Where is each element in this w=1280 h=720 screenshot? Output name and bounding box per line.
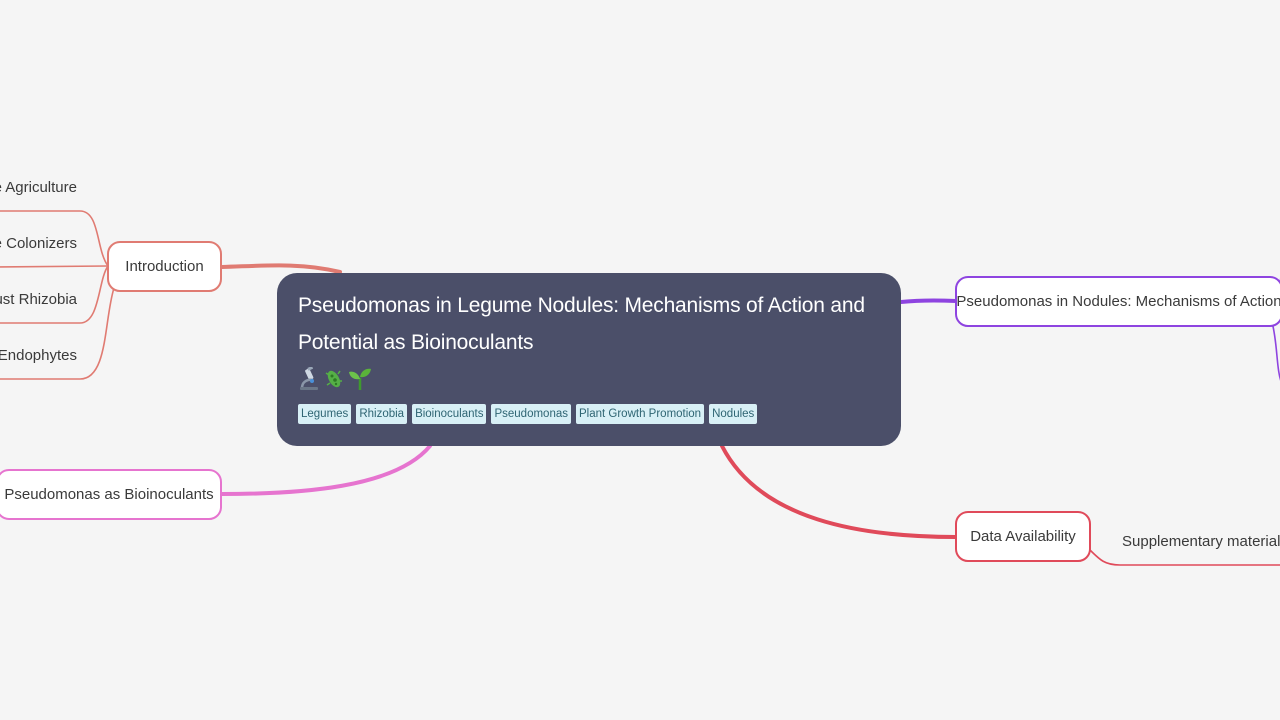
microbe-icon — [325, 370, 342, 388]
central-title-line-2: Potential as Bioinoculants — [298, 331, 534, 354]
leaf-data-1[interactable]: Supplementary materials a — [1122, 533, 1280, 550]
leaf-intro-2[interactable]: le Colonizers — [0, 235, 77, 252]
connector-intro-child-3 — [0, 265, 109, 324]
tag-plant-growth-promotion[interactable]: Plant Growth Promotion — [576, 404, 705, 424]
tag-pseudomonas[interactable]: Pseudomonas — [491, 404, 571, 424]
tag-list: Legumes Rhizobia Bioinoculants Pseudomon… — [298, 404, 881, 424]
tag-bioinoculants[interactable]: Bioinoculants — [412, 404, 487, 424]
central-title-line-1: Pseudomonas in Legume Nodules: Mechanism… — [298, 294, 865, 317]
connector-bioinoculants — [220, 444, 432, 496]
node-introduction[interactable]: Introduction — [107, 241, 222, 292]
connector-intro-child-2 — [0, 265, 109, 268]
node-data-availability[interactable]: Data Availability — [955, 511, 1091, 562]
tag-nodules[interactable]: Nodules — [709, 404, 758, 424]
leaf-intro-3[interactable]: Just Rhizobia — [0, 291, 77, 308]
tag-rhizobia[interactable]: Rhizobia — [356, 404, 408, 424]
leaf-intro-1[interactable]: e Agriculture — [0, 179, 77, 196]
node-data-availability-label: Data Availability — [970, 528, 1076, 545]
connector-data-availability — [720, 444, 958, 539]
connector-mechanisms — [899, 298, 958, 304]
emoji-row — [298, 364, 881, 394]
tag-legumes[interactable]: Legumes — [298, 404, 352, 424]
node-mechanisms-of-action[interactable]: Pseudomonas in Nodules: Mechanisms of Ac… — [955, 276, 1280, 327]
connector-intro-child-1 — [0, 210, 109, 267]
node-mechanisms-label: Pseudomonas in Nodules: Mechanisms of Ac… — [956, 293, 1280, 310]
connector-introduction — [220, 263, 342, 274]
connector-data-child-1 — [1089, 549, 1280, 566]
leaf-intro-4[interactable]: e Endophytes — [0, 347, 77, 364]
node-introduction-label: Introduction — [125, 258, 204, 275]
connector-mechanisms-child-bottom — [1271, 321, 1280, 381]
node-bioinoculants-label: Pseudomonas as Bioinoculants — [4, 486, 214, 503]
seedling-icon — [349, 368, 371, 390]
connector-intro-child-4 — [0, 287, 115, 380]
microscope-icon — [300, 367, 318, 390]
node-pseudomonas-as-bioinoculants[interactable]: Pseudomonas as Bioinoculants — [0, 469, 222, 520]
central-topic[interactable]: Pseudomonas in Legume Nodules: Mechanism… — [277, 273, 901, 446]
